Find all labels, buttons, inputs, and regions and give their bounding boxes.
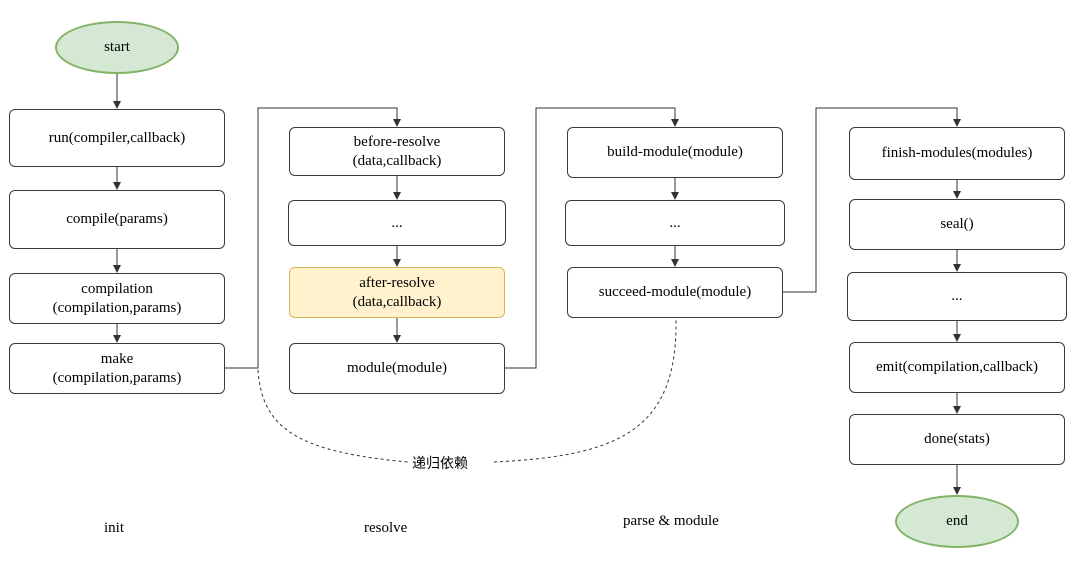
arrow-module-build-module [505, 107, 679, 369]
done-node: done(stats) [849, 414, 1065, 465]
seal-node: seal() [849, 199, 1065, 250]
succeed-module-node: succeed-module(module) [567, 267, 783, 318]
end-node: end [895, 495, 1019, 548]
resolve-ellipsis-node: ... [288, 200, 506, 246]
module-node: module(module) [289, 343, 505, 394]
start-node: start [55, 21, 179, 74]
after-resolve-node: after-resolve (data,callback) [289, 267, 505, 318]
recursion-curve [257, 317, 677, 463]
compile-node: compile(params) [9, 190, 225, 249]
build-ellipsis-node: ... [565, 200, 785, 246]
before-resolve-node: before-resolve (data,callback) [289, 127, 505, 176]
phase-label-resolve: resolve [364, 520, 408, 536]
emit-node: emit(compilation,callback) [849, 342, 1065, 393]
seal-ellipsis-node: ... [847, 272, 1067, 321]
make-node: make (compilation,params) [9, 343, 225, 394]
recursion-note: 递归依赖 [408, 453, 472, 473]
finish-modules-node: finish-modules(modules) [849, 127, 1065, 180]
arrow-make-before-resolve [224, 107, 401, 369]
run-node: run(compiler,callback) [9, 109, 225, 167]
phase-label-parse-module: parse & module [623, 513, 719, 529]
build-module-node: build-module(module) [567, 127, 783, 178]
arrow-succeed-finish-modules [783, 107, 961, 293]
phase-label-init: init [104, 520, 125, 536]
compilation-node: compilation (compilation,params) [9, 273, 225, 324]
